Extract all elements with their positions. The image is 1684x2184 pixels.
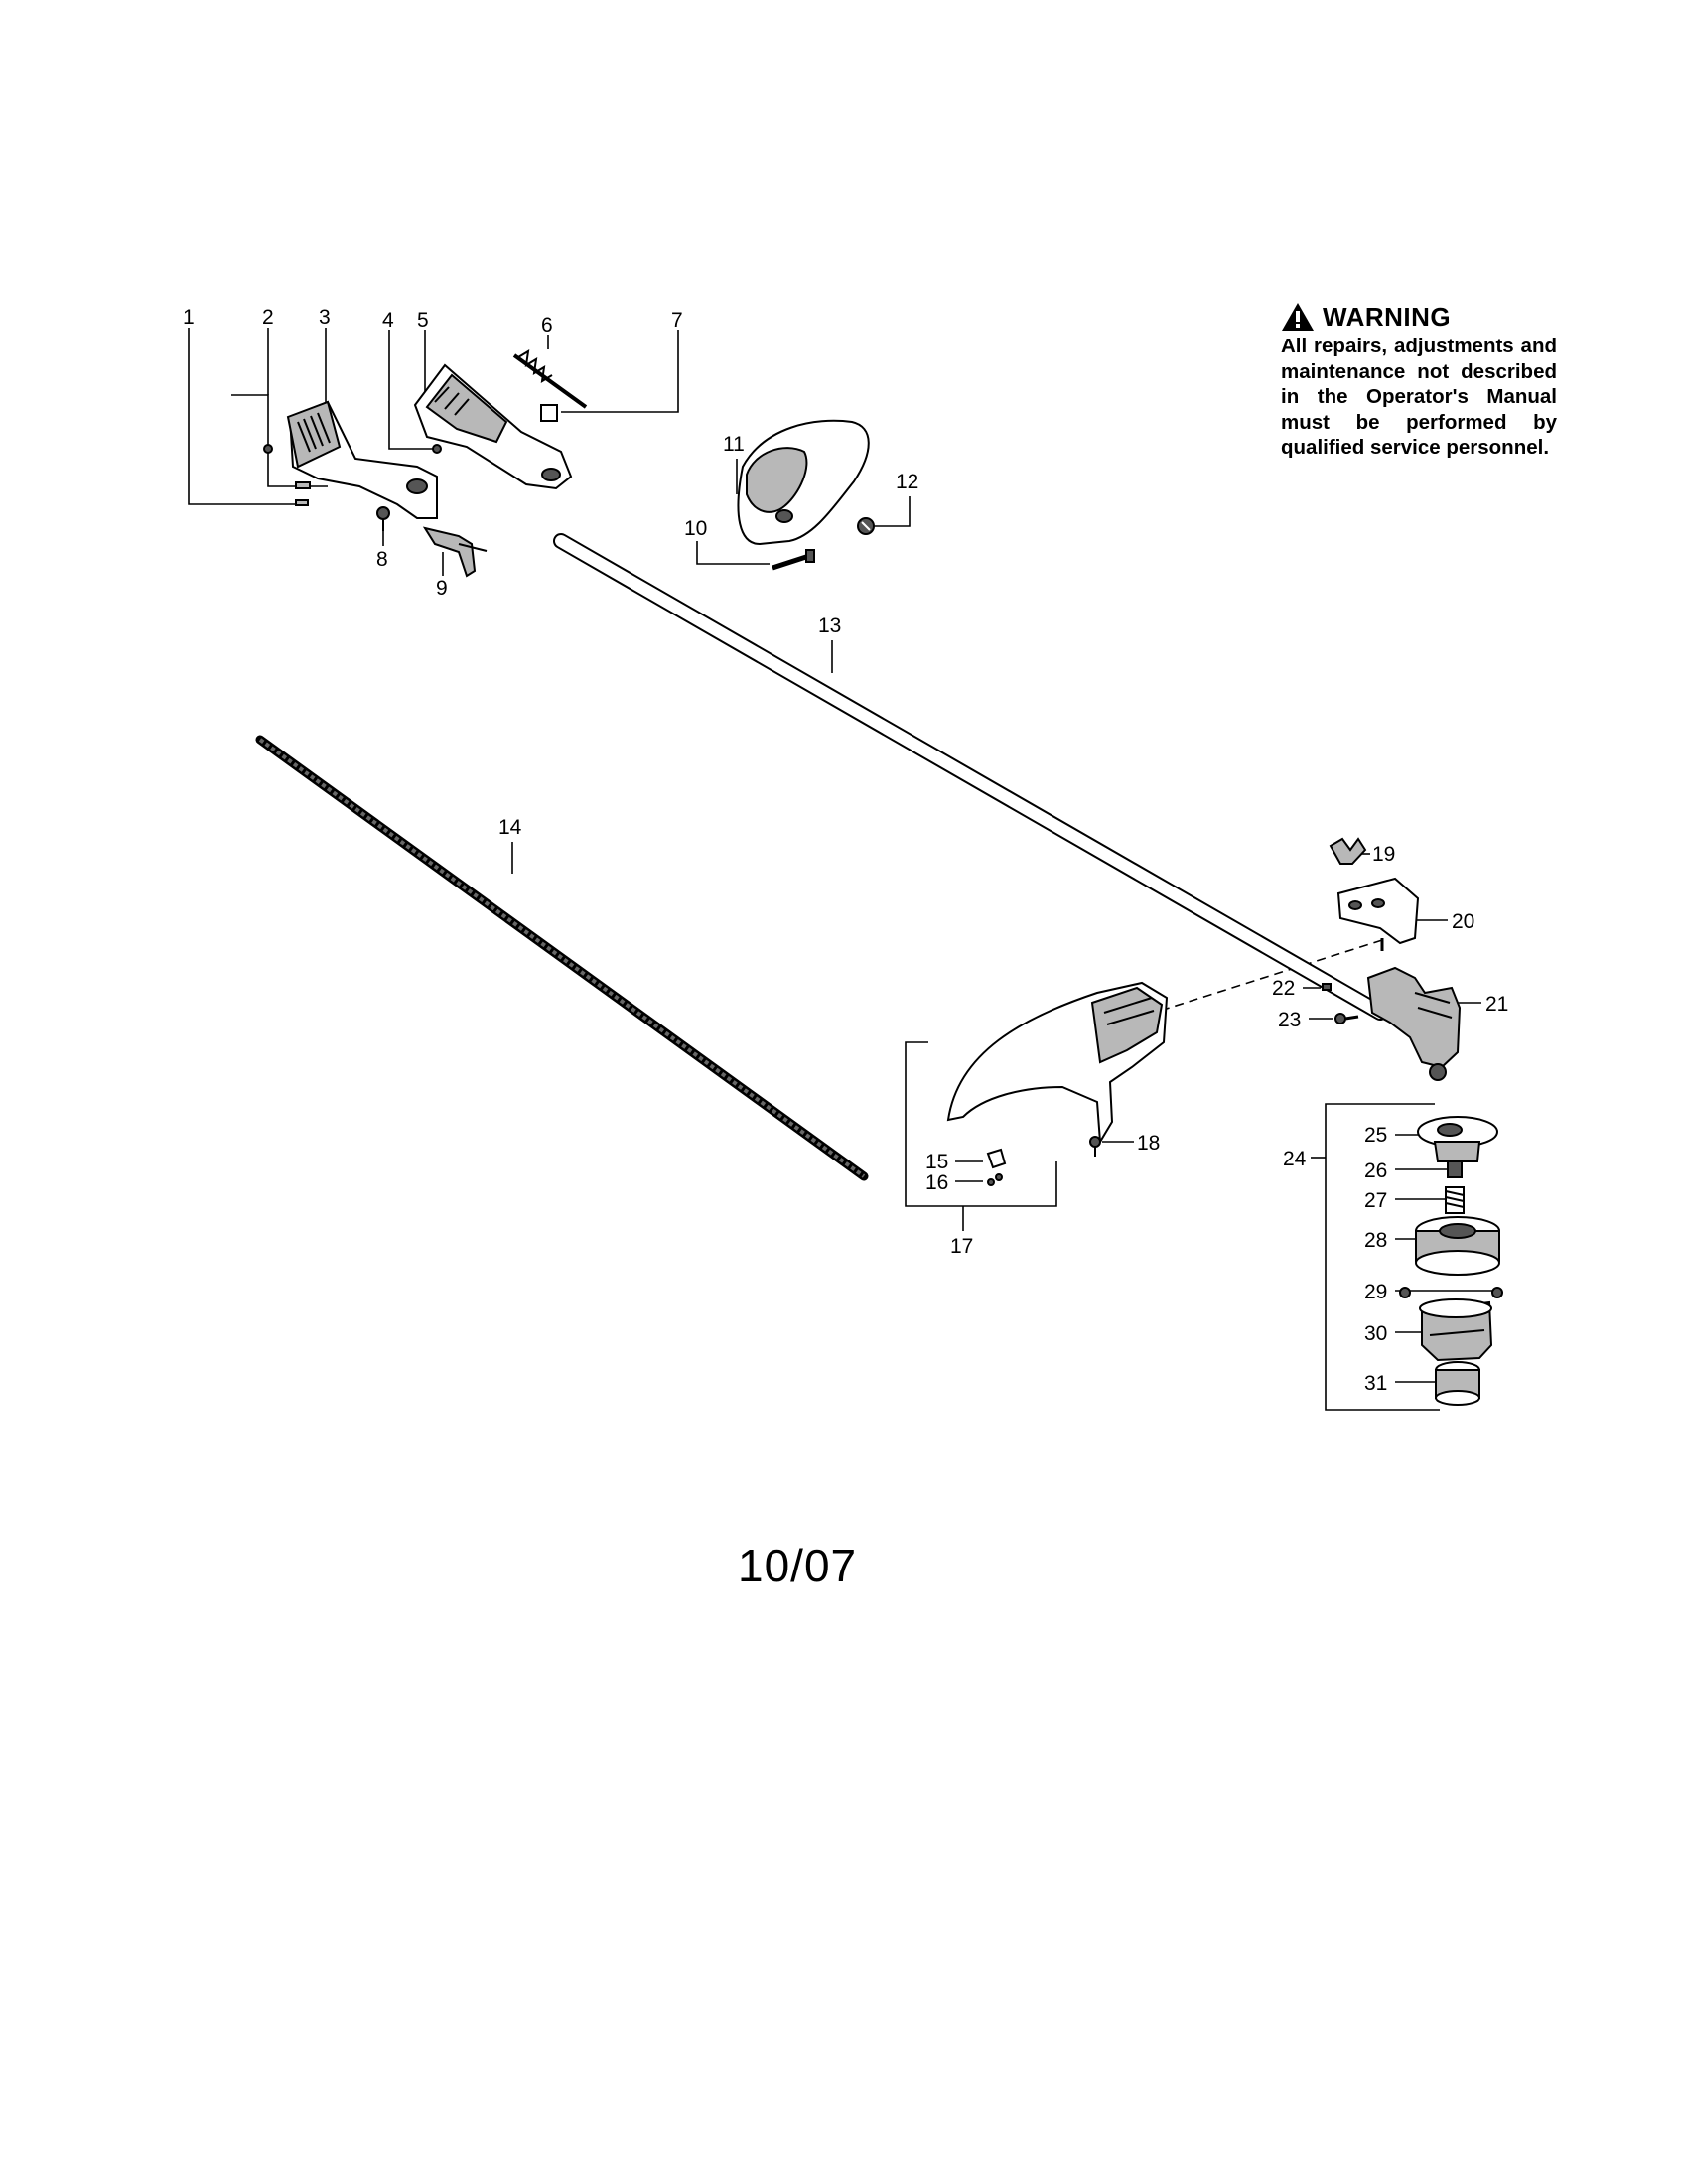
grass-shield xyxy=(946,981,1169,1146)
callout-25: 25 xyxy=(1364,1124,1387,1147)
warning-header: WARNING xyxy=(1281,300,1557,334)
callout-11: 11 xyxy=(723,433,745,456)
callout-17: 17 xyxy=(950,1235,973,1258)
screw-22 xyxy=(1322,983,1332,991)
date-code: 10/07 xyxy=(738,1540,858,1591)
callout-16: 16 xyxy=(925,1171,948,1194)
spacer-7 xyxy=(540,404,558,422)
nut-26 xyxy=(1447,1160,1463,1178)
line-spool xyxy=(1415,1216,1500,1276)
callout-23: 23 xyxy=(1278,1009,1301,1031)
clip-15 xyxy=(986,1148,1007,1169)
throttle-housing xyxy=(286,400,438,519)
wing-nut-19 xyxy=(1329,837,1367,865)
spool-housing xyxy=(1419,1298,1493,1362)
eyelets xyxy=(1399,1287,1503,1298)
callout-13: 13 xyxy=(818,614,841,637)
screw-23 xyxy=(1334,1013,1359,1024)
warning-triangle-icon xyxy=(1282,303,1314,331)
bump-knob xyxy=(1435,1361,1480,1406)
screws-16 xyxy=(987,1173,1003,1186)
screw-18 xyxy=(1089,1136,1101,1157)
warning-notice: WARNING All repairs, adjustments and mai… xyxy=(1281,300,1557,461)
callout-22: 22 xyxy=(1272,977,1295,1000)
callout-30: 30 xyxy=(1364,1322,1387,1345)
callout-12: 12 xyxy=(896,471,918,493)
callout-21: 21 xyxy=(1485,993,1508,1016)
callout-26: 26 xyxy=(1364,1160,1387,1182)
callout-14: 14 xyxy=(498,816,522,839)
drive-shaft-tube xyxy=(553,533,1388,1021)
trimmer-hub xyxy=(1417,1116,1498,1162)
assist-handle xyxy=(737,419,870,546)
gear-head xyxy=(1366,966,1462,1081)
handle-half xyxy=(413,363,573,490)
screws-2 xyxy=(263,444,311,506)
callout-18: 18 xyxy=(1137,1132,1160,1155)
callout-29: 29 xyxy=(1364,1281,1387,1303)
callout-20: 20 xyxy=(1452,910,1474,933)
callout-15: 15 xyxy=(925,1151,948,1173)
throttle-rod xyxy=(512,349,588,409)
shield-bracket xyxy=(1336,877,1420,951)
screw-8 xyxy=(376,506,390,531)
callout-19: 19 xyxy=(1372,843,1395,866)
callout-8: 8 xyxy=(376,548,388,571)
callout-7: 7 xyxy=(671,309,683,332)
callout-31: 31 xyxy=(1364,1372,1387,1395)
callout-1: 1 xyxy=(183,306,195,329)
spring xyxy=(1445,1186,1465,1214)
callout-24: 24 xyxy=(1283,1148,1307,1170)
callout-28: 28 xyxy=(1364,1229,1387,1252)
throttle-trigger xyxy=(422,526,488,578)
callout-2: 2 xyxy=(262,306,274,329)
callout-5: 5 xyxy=(417,309,429,332)
knob-12 xyxy=(857,517,875,535)
callout-3: 3 xyxy=(319,306,331,329)
callout-4: 4 xyxy=(382,309,394,332)
warning-text: All repairs, adjustments and maintenance… xyxy=(1281,335,1557,459)
flex-shaft xyxy=(255,735,869,1181)
callout-6: 6 xyxy=(541,314,553,337)
leader-lines xyxy=(188,328,1494,1411)
callout-numbers: 1 2 3 4 5 6 7 8 9 10 11 12 13 14 15 16 1… xyxy=(183,306,1508,1395)
callout-10: 10 xyxy=(684,517,707,540)
callout-27: 27 xyxy=(1364,1189,1387,1212)
warning-title: WARNING xyxy=(1323,301,1452,332)
bolt-10 xyxy=(772,549,815,571)
callout-9: 9 xyxy=(436,577,448,600)
nut-4 xyxy=(432,444,442,454)
